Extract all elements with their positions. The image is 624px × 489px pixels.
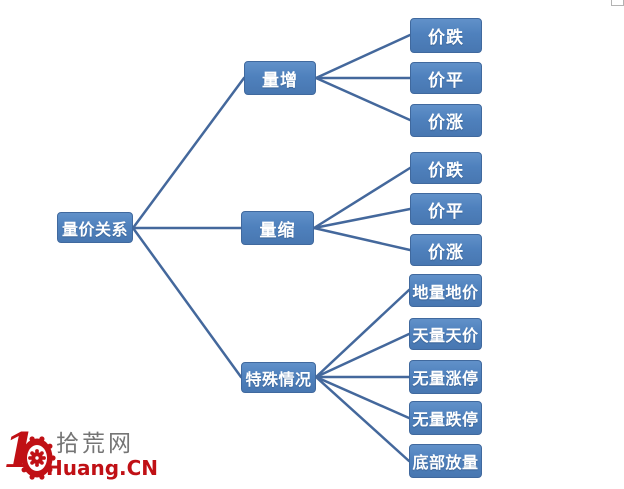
node-no-volume-limit-down: 无量跌停	[409, 401, 482, 435]
shihuang-watermark-logo: 1	[3, 425, 158, 483]
node-increase-price-rise: 价涨	[410, 104, 482, 137]
logo-site-domain: Huang.CN	[46, 456, 159, 480]
connector-line	[131, 76, 246, 230]
node-low-volume-low-price: 地量地价	[409, 274, 482, 307]
logo-site-name: 拾荒网	[56, 431, 134, 457]
gear-zero-icon	[18, 436, 56, 480]
connector-line	[312, 166, 412, 230]
connector-line	[131, 226, 243, 379]
node-bottom-volume-surge: 底部放量	[409, 444, 482, 478]
node-high-volume-high-price: 天量天价	[409, 318, 482, 350]
connector-line	[314, 33, 412, 80]
connector-line	[314, 76, 412, 122]
connector-line	[314, 332, 411, 379]
connector-line	[314, 288, 411, 379]
connector-line	[312, 207, 412, 230]
connector-line	[314, 375, 411, 420]
node-special-cases: 特殊情况	[241, 362, 316, 393]
connector-line	[312, 226, 412, 252]
node-increase-price-fall: 价跌	[410, 18, 482, 53]
node-volume-increase: 量增	[244, 61, 316, 95]
node-increase-price-flat: 价平	[410, 62, 482, 94]
node-shrink-price-rise: 价涨	[410, 234, 482, 266]
node-no-volume-limit-up: 无量涨停	[409, 360, 482, 394]
connector-line	[314, 375, 411, 463]
node-shrink-price-fall: 价跌	[410, 152, 482, 184]
node-shrink-price-flat: 价平	[410, 193, 482, 225]
node-volume-shrink: 量缩	[241, 211, 314, 245]
node-root-volume-price-relation: 量价关系	[57, 212, 133, 243]
